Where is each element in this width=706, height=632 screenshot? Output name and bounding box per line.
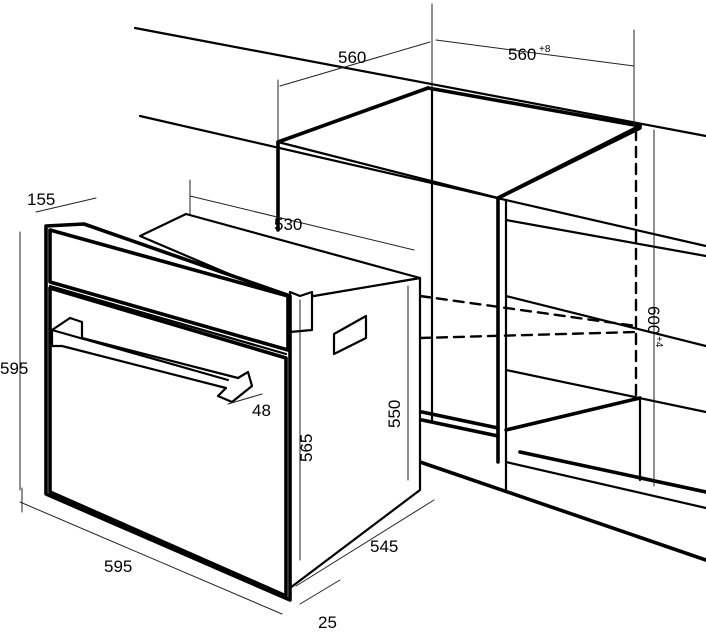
plinth-line (518, 450, 706, 494)
label-panel-offset: 155 (27, 190, 55, 209)
cabinet-niche (133, 26, 706, 562)
label-body-height-side: 550 (385, 400, 404, 428)
countertop-back-edge (133, 26, 706, 138)
shelf-front-bottom (420, 418, 500, 438)
door-handle (50, 316, 254, 404)
shelf-back-edge (504, 396, 642, 432)
oven-side-vent (332, 314, 368, 356)
plinth-bottom (418, 460, 706, 562)
label-front-thickness: 25 (318, 613, 337, 632)
countertop-front-edge (138, 114, 706, 248)
floor-dashed-back (418, 294, 638, 328)
plinth-top (504, 460, 706, 510)
floor-dashed-front (418, 330, 638, 340)
niche-top-back (426, 86, 642, 128)
oven (44, 212, 422, 602)
label-niche-width: 560 (508, 45, 536, 64)
oven-top-step (288, 290, 314, 334)
side-panel-top (496, 126, 642, 200)
dimension-lines (19, 3, 655, 615)
cabinet-line-2 (504, 294, 706, 348)
label-front-height: 595 (0, 359, 28, 378)
label-front-width: 595 (104, 557, 132, 576)
label-niche-depth: 560 (338, 48, 366, 67)
label-niche-width-tol: +8 (539, 44, 551, 55)
niche-top-front (276, 140, 500, 200)
label-niche-height: 600 (644, 306, 663, 334)
niche-top-left (276, 86, 430, 144)
shelf-front-top (420, 410, 500, 430)
cabinet-line-1 (504, 218, 706, 258)
label-body-height-front: 565 (297, 434, 316, 462)
label-body-depth: 545 (370, 537, 398, 556)
label-body-depth-top: 530 (274, 215, 302, 234)
dimension-labels: 560 560 +8 600 +4 155 530 595 595 48 565… (0, 44, 664, 632)
control-panel-lower-edge (48, 284, 288, 356)
oven-door (48, 286, 288, 598)
label-handle-depth: 48 (252, 401, 271, 420)
label-niche-height-tol: +4 (653, 336, 664, 348)
cabinet-line-3 (504, 368, 706, 414)
control-panel (48, 228, 290, 352)
